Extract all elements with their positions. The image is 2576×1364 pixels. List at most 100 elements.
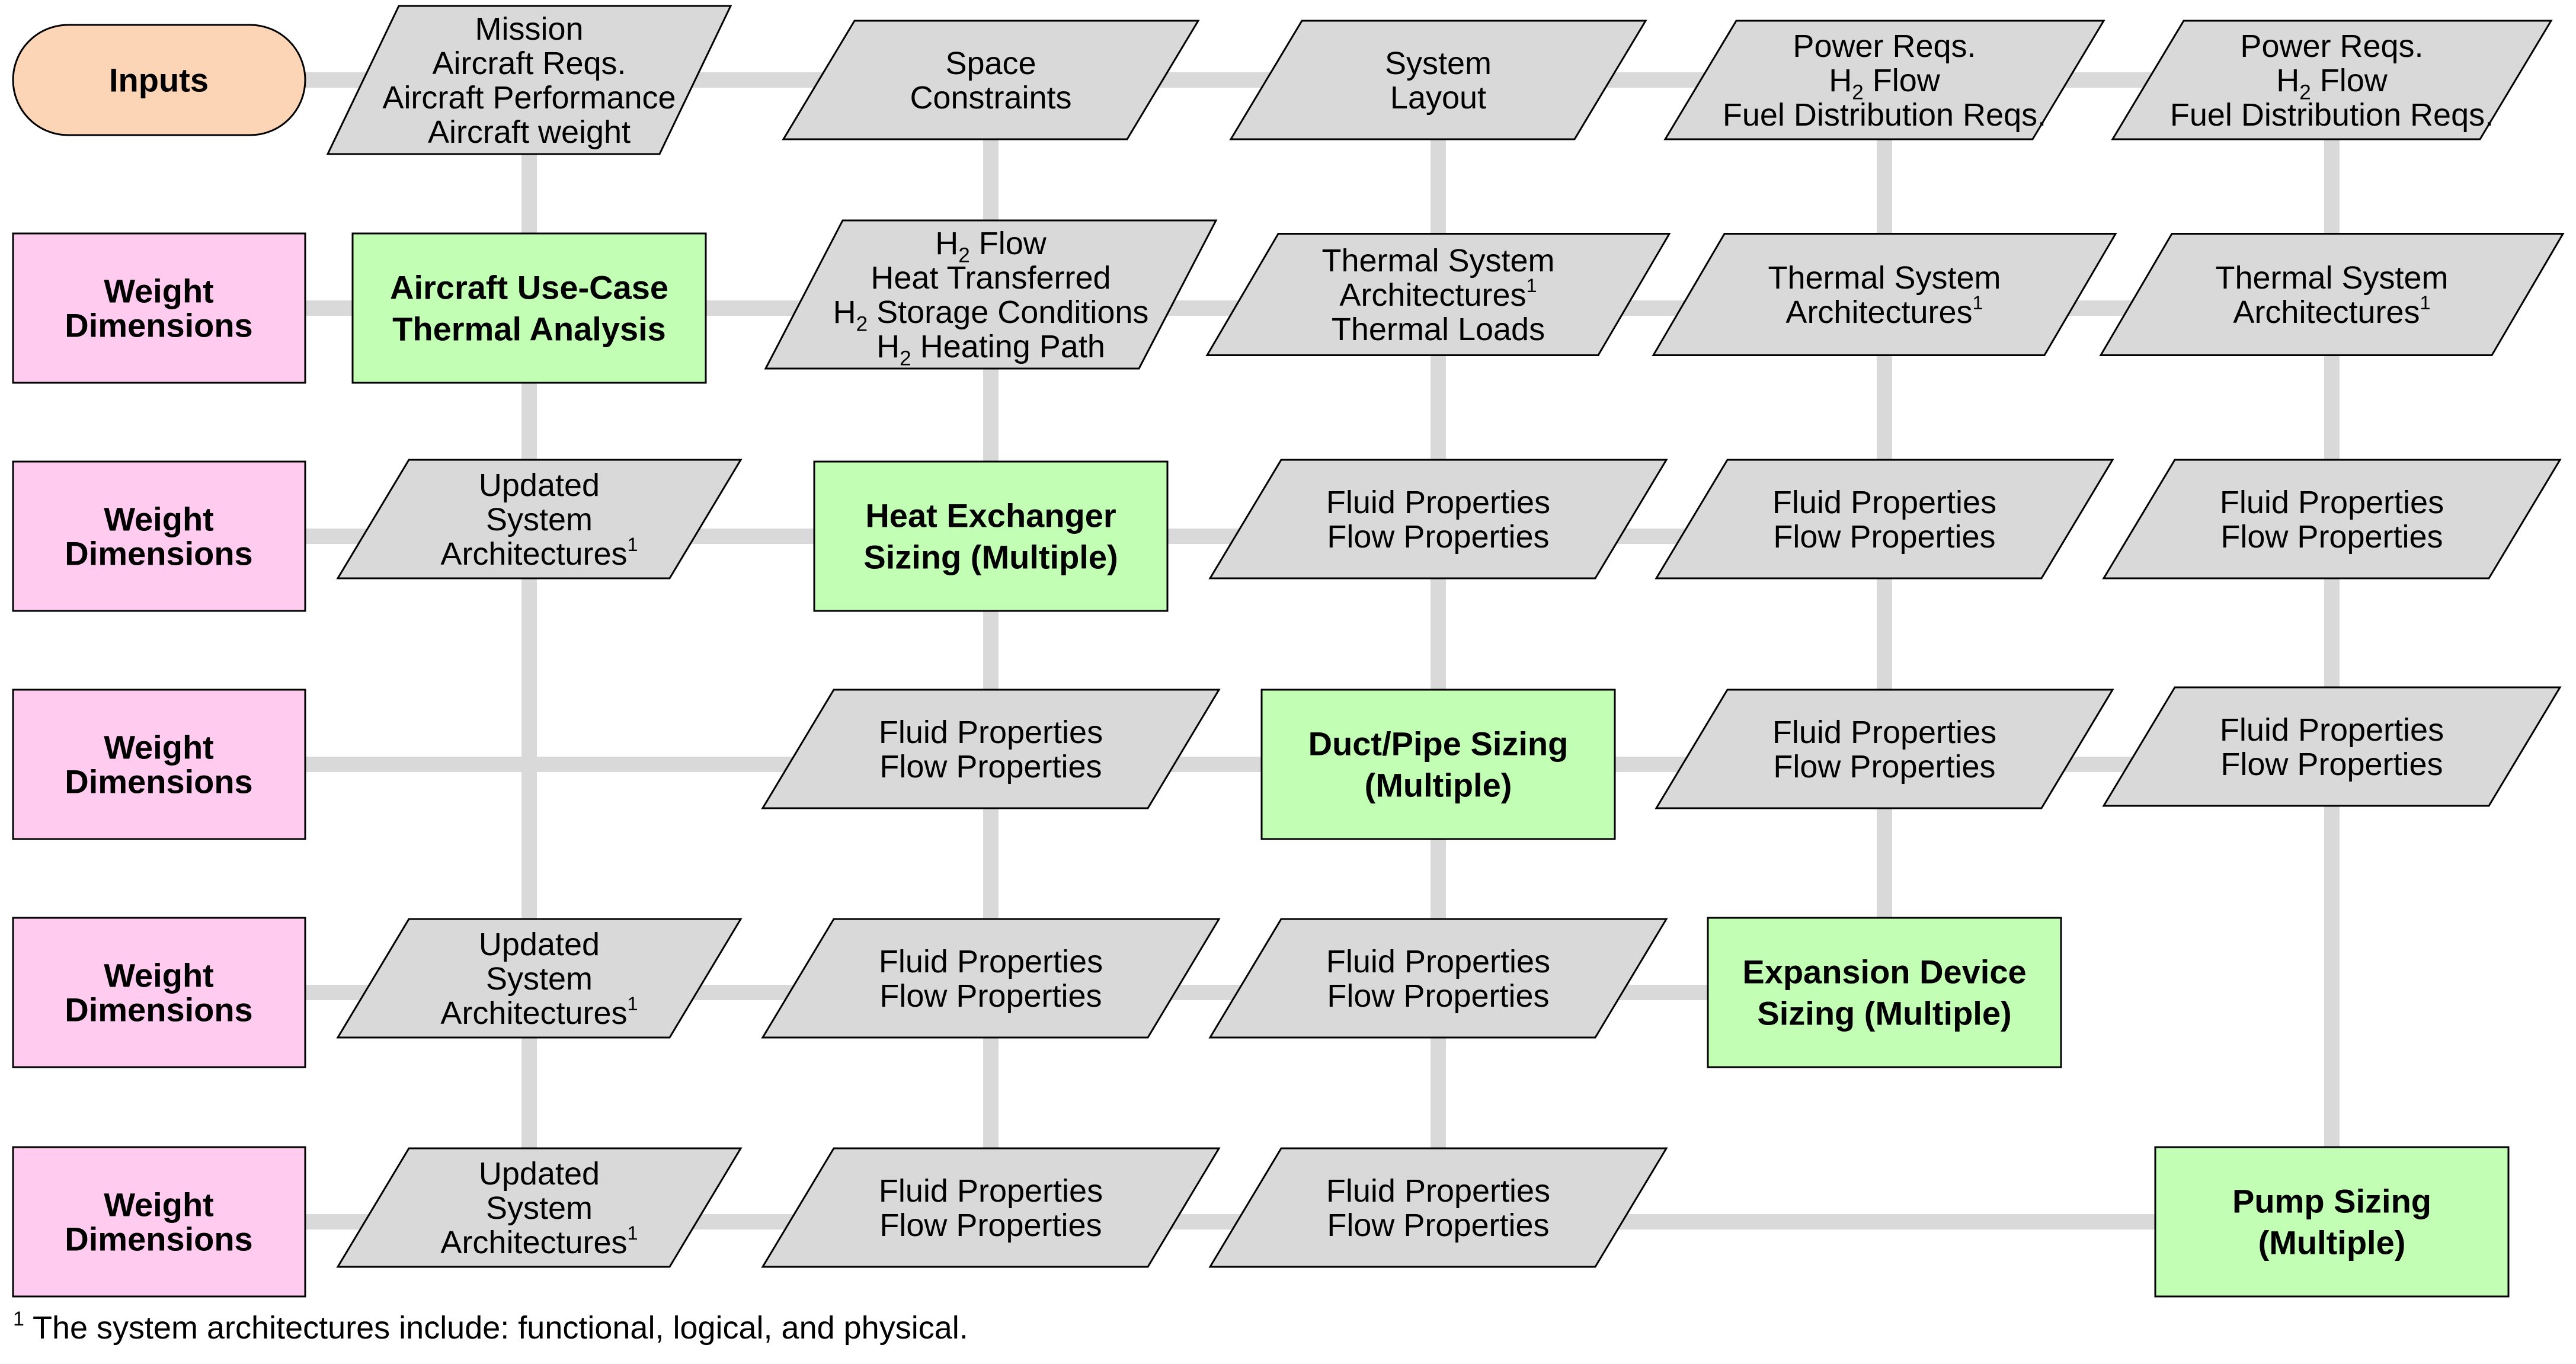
- updated-arch-row6-shape: [336, 1147, 743, 1268]
- node-text-line: Fluid Properties: [2220, 712, 2444, 748]
- node-text-line: Flow Properties: [1773, 749, 1995, 785]
- node-text-line: Dimensions: [65, 763, 252, 801]
- node-text-line: Flow Properties: [1773, 519, 1995, 555]
- node-text-line: Fuel Distribution Reqs.: [2170, 97, 2494, 133]
- node-text-line: Flow Properties: [879, 1208, 1102, 1243]
- node-text-line: Space: [945, 46, 1036, 81]
- node-text-line: Updated: [479, 927, 600, 962]
- nodes: InputsWeightDimensionsWeightDimensionsWe…: [12, 5, 2565, 1298]
- node-text-line: Flow Properties: [879, 749, 1102, 785]
- weight-dimensions-shape: [12, 460, 306, 612]
- thermal-arch-loads-shape: [1205, 233, 1671, 356]
- node-text-line: Fluid Properties: [879, 944, 1103, 979]
- heat-exchanger-sizing-shape: [813, 460, 1169, 612]
- node-text-line: Mission: [475, 11, 583, 47]
- system-layout-shape: [1229, 20, 1647, 140]
- h2-thermal-data-shape: [764, 219, 1218, 370]
- node-text-line: Heat Transferred: [871, 260, 1111, 296]
- expansion-device-sizing-shape: [1707, 917, 2062, 1068]
- node-text-line: Dimensions: [65, 535, 252, 572]
- node-text-line: System: [1385, 46, 1492, 81]
- node-text-line: System: [486, 502, 593, 537]
- node-text-line: H2 Heating Path: [876, 329, 1105, 370]
- node-text-line: Architectures1: [2233, 292, 2430, 330]
- duct-pipe-sizing-box: Duct/Pipe Sizing(Multiple): [1260, 689, 1616, 840]
- node-text-line: Aircraft Reqs.: [432, 46, 626, 81]
- node-text-line: System: [486, 1190, 593, 1226]
- node-text-line: Fluid Properties: [879, 715, 1103, 750]
- footnote-text: The system architectures include: functi…: [32, 1310, 968, 1346]
- node-text-line: Sizing (Multiple): [1757, 995, 2011, 1032]
- inputs-terminator-shape: [12, 24, 306, 136]
- node-text-line: Thermal System: [2215, 260, 2448, 296]
- node-text-line: Aircraft Use-Case: [390, 269, 668, 306]
- node-text-line: Architectures1: [440, 534, 638, 572]
- node-text-line: Aircraft weight: [428, 114, 631, 150]
- pump-sizing-box: Pump Sizing(Multiple): [2154, 1146, 2510, 1298]
- node-text-line: Constraints: [910, 80, 1071, 116]
- node-text-line: Fuel Distribution Reqs.: [1723, 97, 2046, 133]
- node-text-line: Dimensions: [65, 307, 252, 344]
- node-text-line: Flow Properties: [2220, 747, 2443, 782]
- node-text-line: Pump Sizing: [2232, 1183, 2431, 1220]
- node-text-line: Fluid Properties: [1772, 485, 1996, 520]
- node-text-line: Flow Properties: [1327, 519, 1549, 555]
- weight-dimensions-shape: [12, 689, 306, 840]
- weight-dimensions-shape: [12, 1146, 306, 1298]
- node-text-line: Heat Exchanger: [865, 497, 1116, 534]
- node-text-line: H2 Flow: [2276, 63, 2388, 104]
- node-text-line: Weight: [104, 1186, 214, 1224]
- pump-sizing-shape: [2154, 1146, 2510, 1298]
- node-text-line: Flow Properties: [2220, 519, 2443, 555]
- node-text-line: Architectures1: [440, 1222, 638, 1260]
- node-text-line: H2 Flow: [935, 226, 1047, 267]
- node-text-line: Thermal Loads: [1332, 312, 1545, 347]
- duct-pipe-sizing-shape: [1260, 689, 1616, 840]
- thermal-arch-b-shape: [2099, 233, 2565, 356]
- node-text-line: System: [486, 961, 593, 997]
- node-text-line: Dimensions: [65, 1221, 252, 1258]
- node-text-line: Flow Properties: [1327, 978, 1549, 1014]
- node-text-line: Architectures1: [1339, 275, 1537, 313]
- node-text-line: Power Reqs.: [2240, 28, 2423, 64]
- node-text-line: Inputs: [109, 62, 209, 99]
- node-text-line: Duct/Pipe Sizing: [1308, 725, 1569, 763]
- fluid-props-r4-c5-shape: [2102, 686, 2562, 807]
- node-text-line: H2 Flow: [1829, 63, 1941, 104]
- node-text-line: Aircraft Performance: [382, 80, 676, 116]
- node-text-line: Architectures1: [1785, 292, 1983, 330]
- node-text-line: Weight: [104, 501, 214, 538]
- fluid-props-r5-c3-shape: [1208, 918, 1668, 1039]
- node-text-line: Weight: [104, 273, 214, 310]
- aircraft-use-case-thermal-analysis-shape: [351, 232, 707, 384]
- updated-arch-row5-shape: [336, 918, 743, 1039]
- fluid-props-r3-c4-shape: [1655, 459, 2114, 579]
- node-text-line: Fluid Properties: [879, 1173, 1103, 1209]
- footnote-mark: 1: [13, 1308, 24, 1330]
- node-text-line: Sizing (Multiple): [863, 539, 1118, 576]
- space-constraints-shape: [782, 20, 1200, 140]
- fluid-props-r6-c2-shape: [761, 1147, 1221, 1268]
